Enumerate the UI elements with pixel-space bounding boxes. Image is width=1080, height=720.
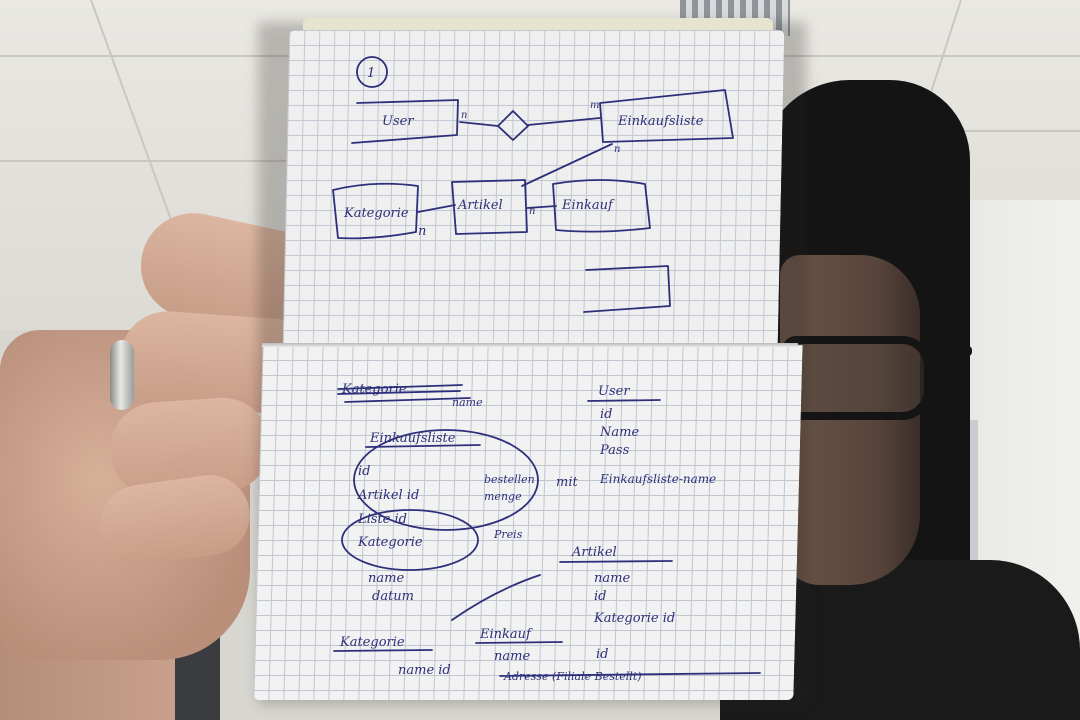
underline xyxy=(587,399,661,402)
relationship-diamond xyxy=(497,110,529,141)
entity-einkaufsliste: Einkaufsliste xyxy=(617,114,704,129)
note-einkauf-field: id xyxy=(596,647,608,662)
entity-box-einkaufsliste xyxy=(599,89,734,143)
note-user-field: Name xyxy=(599,425,639,440)
note-kategorie-field: name id xyxy=(398,663,451,678)
cardinality: n xyxy=(614,144,620,155)
note-einkaufsliste-title: Einkaufsliste xyxy=(369,431,456,446)
entity-einkauf: Einkauf xyxy=(561,198,615,213)
entity-kategorie: Kategorie xyxy=(343,206,409,221)
note-field: Kategorie xyxy=(357,535,423,550)
note-menge: menge xyxy=(484,490,522,503)
grouping-ellipse xyxy=(353,429,539,531)
underline xyxy=(475,641,563,644)
strike-through xyxy=(499,672,761,677)
entity-box-kategorie xyxy=(332,182,419,240)
note-preis: Preis xyxy=(493,528,523,541)
note-artikel-title: Artikel xyxy=(571,545,617,560)
note-mit: mit xyxy=(556,475,578,490)
entity-artikel: Artikel xyxy=(457,198,503,213)
note-artikel-field: id xyxy=(594,589,606,604)
note-field: Liste id xyxy=(357,512,407,527)
note-einkauf-field: Adresse (Filiale Bestellt) xyxy=(503,670,642,683)
empty-box xyxy=(583,265,671,313)
entity-box-user xyxy=(351,99,459,144)
relation-line xyxy=(521,143,613,187)
relation-line xyxy=(527,117,601,126)
relation-line xyxy=(459,121,499,127)
cardinality: n xyxy=(529,206,535,217)
note-user-field: Pass xyxy=(599,443,630,458)
entity-box-artikel xyxy=(451,179,528,235)
grouping-ellipse xyxy=(341,509,479,571)
page-number: 1 xyxy=(367,66,375,81)
note-artikel-field: name xyxy=(594,571,630,586)
note-field: Artikel id xyxy=(357,488,419,503)
entity-user: User xyxy=(382,114,414,129)
entity-box-einkauf xyxy=(552,179,651,233)
cardinality: n xyxy=(461,110,467,121)
page-number-circle xyxy=(356,56,388,88)
relation-line xyxy=(526,205,557,209)
note-datum: datum xyxy=(372,589,414,604)
note-einkauf-field: name xyxy=(494,649,530,664)
note-bestellen: bestellen xyxy=(484,473,535,486)
cardinality: n xyxy=(418,224,426,239)
underline xyxy=(365,444,481,448)
cardinality: m xyxy=(590,100,599,111)
connector-stroke xyxy=(451,574,541,621)
underline xyxy=(333,649,433,652)
notebook-fold xyxy=(262,343,798,347)
note-left-sub: name xyxy=(452,396,483,409)
ceiling-tile-seam xyxy=(0,160,290,162)
strike-through xyxy=(337,384,471,403)
person-face xyxy=(780,255,920,585)
note-name: name xyxy=(368,571,404,586)
note-einkauf-title: Einkauf xyxy=(479,627,533,642)
note-struck-heading: Kategorie xyxy=(341,382,407,397)
note-einkaufsliste-name: Einkaufsliste-name xyxy=(599,472,716,486)
note-user-title: User xyxy=(598,384,630,399)
note-field: id xyxy=(358,464,370,479)
glasses-arm xyxy=(930,346,972,356)
underline xyxy=(559,560,673,563)
ring xyxy=(110,340,134,410)
note-artikel-field: Kategorie id xyxy=(593,611,675,626)
note-kategorie-title: Kategorie xyxy=(339,635,405,650)
note-user-field: id xyxy=(600,407,612,422)
relation-line xyxy=(417,204,456,213)
